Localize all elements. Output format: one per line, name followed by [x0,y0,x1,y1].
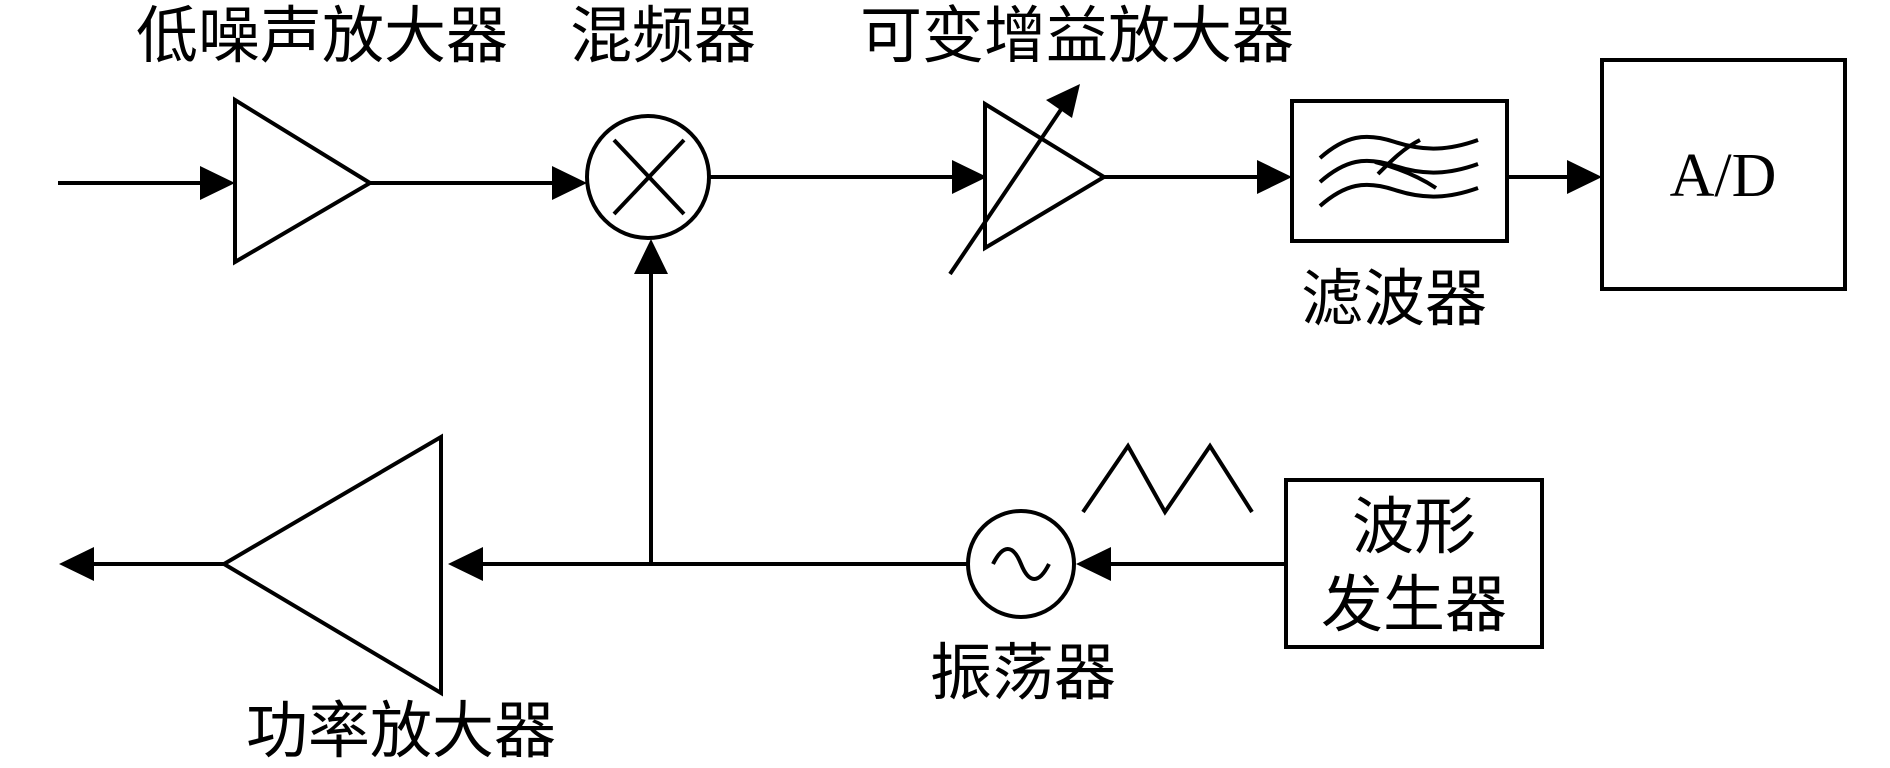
waveform-generator-label-line1: 波形 [1352,490,1476,563]
variable-gain-arrow-icon [948,84,1080,276]
mixer-to-vga-arrow [709,160,987,194]
power-amp-amplifier-icon [220,433,443,697]
adc-block: A/D [1600,58,1847,291]
power-amp-block: 功率放大器 [220,433,556,767]
power-amp-output-arrow [59,547,224,581]
vga-amplifier-icon [983,100,1108,252]
multiplier-circle-icon [585,114,711,240]
filter-block: 滤波器 [1290,99,1509,335]
bandpass-filter-icon [1318,134,1479,208]
oscillator-label: 振荡器 [930,636,1116,709]
lo-feed-to-mixer-arrow [634,239,668,564]
waveform-generator-block: 波形 发生器 [1284,478,1544,649]
lna-to-mixer-arrow [370,166,587,200]
vga-label: 可变增益放大器 [860,0,1294,72]
mixer-block: 混频器 [570,0,756,240]
input-signal-arrow [58,166,235,200]
lna-label: 低噪声放大器 [136,0,508,72]
waveform-to-oscillator-arrow [1076,547,1286,581]
adc-label: A/D [1670,142,1777,210]
filter-to-adc-arrow [1507,160,1602,194]
oscillator-to-power-amp-arrow [448,547,968,581]
waveform-generator-label-line2: 发生器 [1321,568,1507,641]
lna-block: 低噪声放大器 [136,0,508,266]
vga-to-filter-arrow [1104,160,1292,194]
lna-amplifier-icon [233,96,374,266]
adc-box [1600,58,1847,291]
vga-block: 可变增益放大器 [860,0,1294,276]
mixer-label: 混频器 [570,0,756,72]
triangle-wave-icon [1081,442,1254,516]
filter-label: 滤波器 [1301,262,1487,335]
oscillator-block: 振荡器 [930,509,1116,709]
power-amp-label: 功率放大器 [246,694,556,767]
sine-source-icon [966,509,1076,619]
